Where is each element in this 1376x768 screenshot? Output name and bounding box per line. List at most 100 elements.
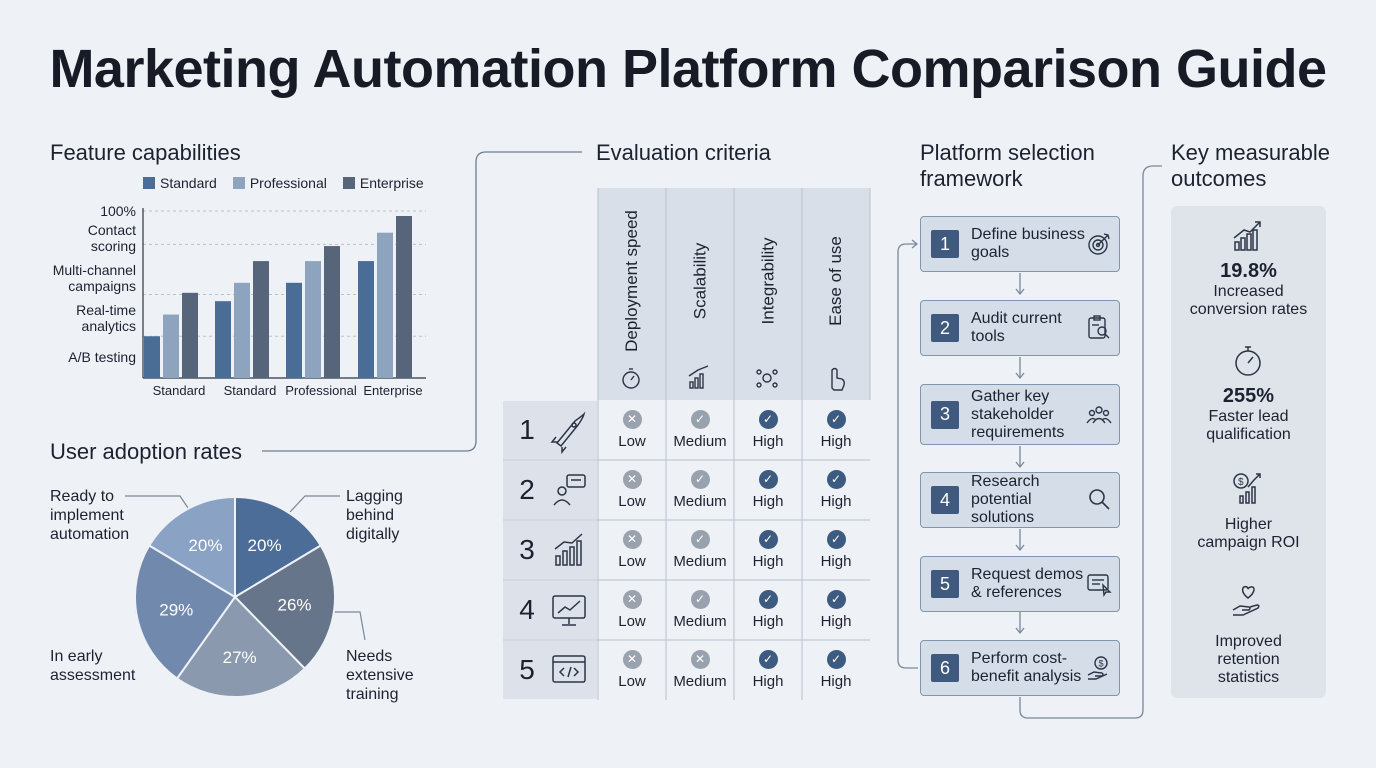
table-cell: ✓Medium xyxy=(666,590,734,630)
svg-text:$: $ xyxy=(1238,477,1244,488)
pie-slice-4 xyxy=(147,495,236,599)
leader-line-lagging xyxy=(289,495,340,513)
legend-swatch-enterprise xyxy=(342,177,355,189)
outcome-value-2: 255% xyxy=(1222,385,1275,407)
legend-swatch-professional xyxy=(232,177,245,189)
pie-slice-label: 27% xyxy=(223,648,257,667)
table-cell: ✓ High xyxy=(734,530,802,570)
check-icon: ✓ xyxy=(758,650,778,669)
legend-label-professional: Professional xyxy=(249,175,327,191)
col-header-icons xyxy=(622,365,845,391)
outcomes-panel xyxy=(1171,206,1326,698)
pie-label-training: Needs extensive training xyxy=(346,648,414,703)
user-adoption-title: User adoption rates xyxy=(50,439,242,464)
cell-rating: Medium xyxy=(673,493,727,510)
check-icon: ✓ xyxy=(758,470,778,489)
outcomes-title: Key measurable outcomes xyxy=(1171,140,1330,191)
cell-rating: High xyxy=(752,673,784,690)
row-number-4: 4 xyxy=(519,594,535,625)
step-number: 1 xyxy=(931,230,959,258)
pie-chart: 20%26%27%29%20% xyxy=(125,495,366,698)
framework-step-5: 5 Request demos & references xyxy=(920,556,1120,612)
check-icon: ✓ xyxy=(758,590,778,609)
check-icon: ✓ xyxy=(758,530,778,549)
table-cell: ✕Low xyxy=(598,530,666,570)
y-label-realtime: Real-time analytics xyxy=(76,302,136,334)
pie-slice-0 xyxy=(234,495,323,599)
check-icon: ✓ xyxy=(690,530,710,549)
outcome-label-4: Improved retention statistics xyxy=(1215,633,1282,686)
legend-label-standard: Standard xyxy=(160,175,217,191)
step-text: Request demos & references xyxy=(971,566,1084,601)
cell-rating: Low xyxy=(618,493,646,510)
table-cell: ✕ Medium xyxy=(666,650,734,690)
step-text: Research potential solutions xyxy=(971,473,1040,526)
rocket-icon xyxy=(550,411,586,455)
check-icon: ✓ xyxy=(826,410,846,429)
y-label-100: 100% xyxy=(100,203,136,219)
cell-rating: High xyxy=(752,433,784,450)
check-icon: ✓ xyxy=(826,470,846,489)
legend-label-enterprise: Enterprise xyxy=(359,175,424,191)
cell-rating: Medium xyxy=(673,673,727,690)
leader-line-ready xyxy=(125,495,189,509)
clipboard-search-icon xyxy=(1088,315,1110,339)
bar-growth-icon xyxy=(554,533,583,566)
y-label-ab-testing: A/B testing xyxy=(68,349,136,365)
table-cell: ✓Medium xyxy=(666,410,734,450)
table-cell: ✓ High xyxy=(734,590,802,630)
x-icon: ✕ xyxy=(622,470,642,489)
page-title: Marketing Automation Platform Comparison… xyxy=(49,39,1327,99)
legend-item-enterprise: Enterprise xyxy=(342,175,424,191)
table-cell: ✓High xyxy=(802,470,870,510)
cell-rating: Low xyxy=(618,613,646,630)
monitor-chart-icon xyxy=(552,595,586,626)
row-number-3: 3 xyxy=(519,534,535,565)
target-icon xyxy=(1088,233,1110,255)
cell-rating: High xyxy=(820,673,852,690)
connector-line xyxy=(262,151,582,452)
pie-slice-1 xyxy=(233,544,336,671)
cell-rating: Medium xyxy=(673,613,727,630)
check-icon: ✓ xyxy=(758,410,778,429)
form-cursor-icon xyxy=(1087,574,1112,598)
check-icon: ✓ xyxy=(826,530,846,549)
outcome-label-1: Increased conversion rates xyxy=(1189,283,1308,318)
feature-capabilities-title: Feature capabilities xyxy=(50,140,241,165)
row-number-1: 1 xyxy=(519,414,535,445)
bar-professional-2 xyxy=(305,261,321,378)
cell-rating: High xyxy=(752,613,784,630)
x-icon: ✕ xyxy=(622,410,642,429)
dollar-growth-icon: $ xyxy=(1233,473,1261,504)
framework-title: Platform selection framework xyxy=(920,140,1095,191)
table-cell: ✓ High xyxy=(734,650,802,690)
table-cell: ✓High xyxy=(802,410,870,450)
bar-growth-icon xyxy=(688,365,709,389)
check-icon: ✓ xyxy=(690,410,710,429)
table-cell: ✕Low xyxy=(598,590,666,630)
check-icon: ✓ xyxy=(826,650,846,669)
step-number: 2 xyxy=(931,314,959,342)
bar-professional-0 xyxy=(163,314,179,378)
bar-standard-3 xyxy=(358,261,374,378)
step-text: Audit current tools xyxy=(971,310,1062,345)
check-icon: ✓ xyxy=(826,590,846,609)
legend-item-standard: Standard xyxy=(143,175,217,191)
pie-slice-2 xyxy=(175,595,307,698)
cell-rating: High xyxy=(820,613,852,630)
pie-label-ready: Ready to implement automation xyxy=(50,488,130,543)
table-cell: ✓ High xyxy=(802,650,870,690)
row-number-2: 2 xyxy=(519,474,535,505)
table-cell: ✕Low xyxy=(598,410,666,450)
pie-slice-label: 20% xyxy=(248,536,282,555)
chat-user-icon xyxy=(553,474,586,506)
bar-standard-0 xyxy=(144,336,160,378)
y-label-multichannel: Multi-channel campaigns xyxy=(52,262,136,294)
row-icons xyxy=(550,411,586,683)
group-icon xyxy=(1086,405,1112,423)
framework-step-6: 6 Perform cost-benefit analysis $ xyxy=(920,640,1120,696)
row-num-cell-5 xyxy=(503,641,597,699)
cell-rating: High xyxy=(752,553,784,570)
pie-slice-3 xyxy=(134,544,237,680)
x-icon: ✕ xyxy=(690,650,710,669)
